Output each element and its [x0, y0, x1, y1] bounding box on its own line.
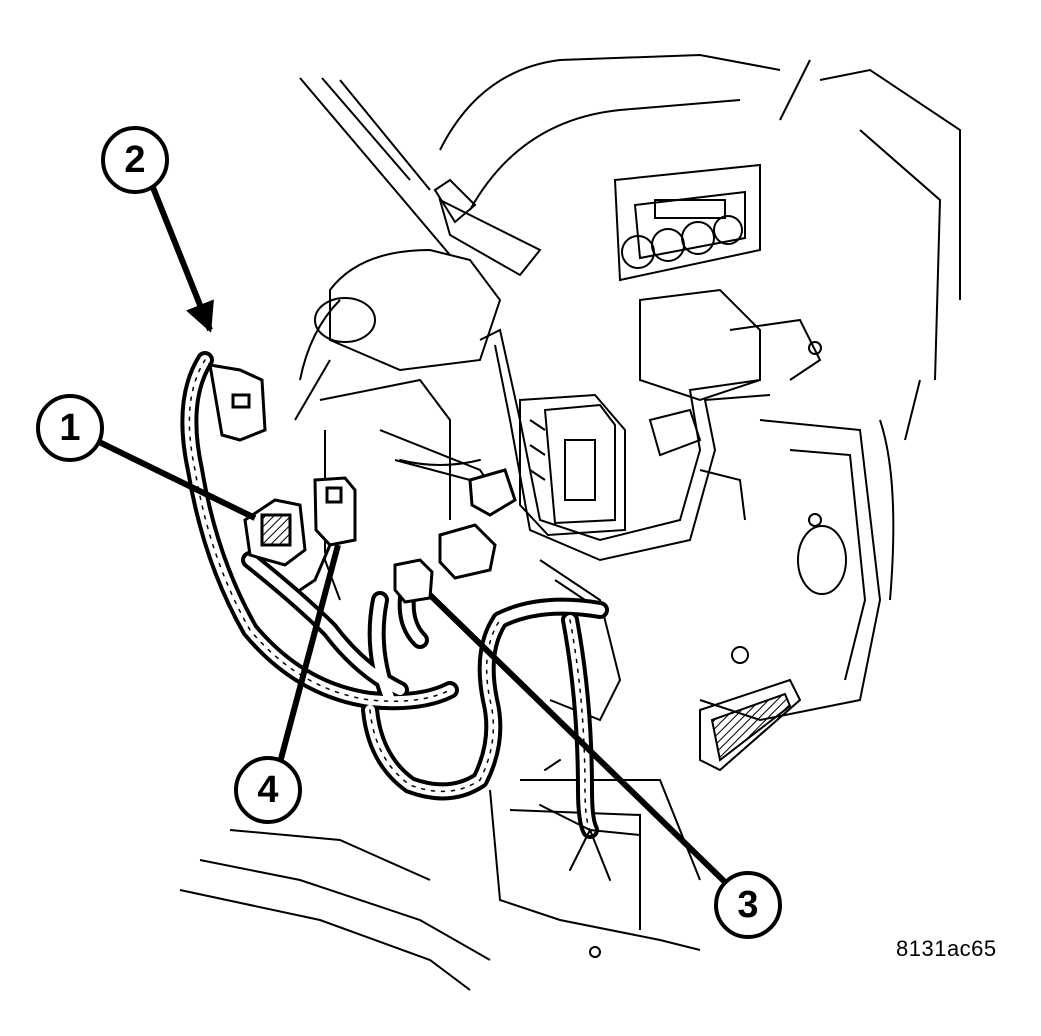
connector-1: [243, 498, 307, 567]
connector-2: [208, 363, 267, 442]
callout-3: 3: [714, 871, 782, 939]
callout-3-label: 3: [737, 884, 758, 926]
callout-2: 2: [101, 126, 169, 194]
callout-4-label: 4: [257, 769, 278, 811]
wiring-harness: [180, 351, 641, 881]
connector-3: [393, 558, 434, 604]
callout-1: 1: [36, 394, 104, 462]
bcm-connector: [438, 468, 517, 580]
callout-4: 4: [234, 756, 302, 824]
callout-2-label: 2: [124, 139, 145, 181]
callout-1-label: 1: [59, 407, 80, 449]
figure-id-label: 8131ac65: [896, 936, 997, 961]
callout-leaders: [93, 183, 731, 888]
connector-4: [299, 476, 357, 592]
